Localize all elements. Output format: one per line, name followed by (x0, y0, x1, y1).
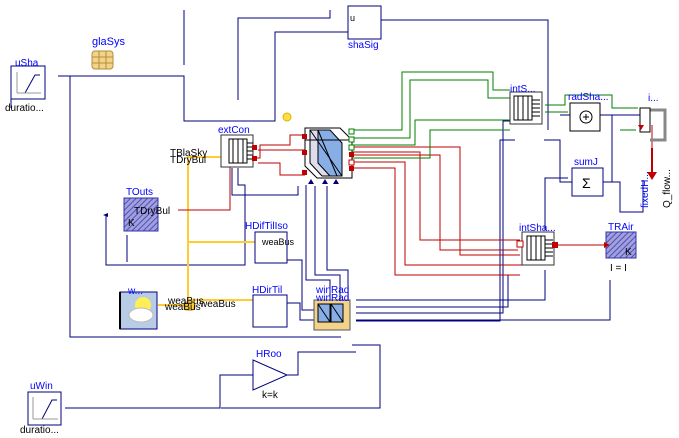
HRoo-param: k=k (262, 390, 279, 401)
uSha-label: uSha (15, 58, 39, 69)
Q-flow-label: Q_flow... (662, 169, 673, 208)
TRAir-sensor-block[interactable] (604, 231, 637, 259)
heat-output-port[interactable] (638, 107, 667, 142)
TOuts-K: K (128, 218, 135, 229)
winRad-block[interactable] (313, 299, 351, 331)
TDryBul-top-label: TDryBul (170, 155, 206, 166)
extCon-label: extCon (218, 125, 250, 136)
HDifTilIso-block[interactable] (254, 231, 288, 264)
sun-icon (282, 112, 292, 122)
sumJ-block[interactable] (571, 167, 604, 197)
intSha-label: intSha... (519, 223, 556, 234)
winRad-label-b: winRad (315, 293, 349, 304)
weaBus-label-a: weaBus (261, 237, 295, 247)
weaBus-label-c: weaBus (164, 302, 201, 313)
uWin-ramp-block[interactable] (27, 391, 62, 426)
weaBus-label-d: weaBus (199, 299, 236, 310)
navy-signal-wires (10, 10, 645, 409)
weather-bus-wires (158, 156, 255, 306)
HDifTilIso-label: HDifTilIso (245, 221, 288, 232)
uSha-param: duratio... (5, 103, 44, 114)
sumJ-symbol: Σ (582, 175, 591, 191)
control-signal-wires (352, 71, 638, 159)
TOuts-port-label: TDryBul (134, 206, 170, 217)
thermal-heat-wires (178, 125, 653, 276)
glaSys-label: glaSys (92, 36, 126, 48)
uSha-ramp-block[interactable] (10, 65, 46, 100)
sumJ-label: sumJ (574, 157, 598, 168)
intSha-block[interactable] (516, 231, 558, 266)
fixedH-label: fixedH... (640, 171, 651, 208)
HRoo-gain-block[interactable] (252, 359, 289, 391)
weaBus-label-b: weaBus (167, 296, 204, 307)
weather-data-block[interactable] (119, 291, 196, 330)
fixed-heat-flow-block[interactable] (647, 148, 657, 180)
winRad-label-a: winRad (315, 285, 349, 296)
HDirTil-block[interactable] (252, 294, 288, 328)
TRAir-K: K (625, 247, 632, 258)
weather-label: w... (127, 286, 143, 297)
radSha-block[interactable] (569, 102, 601, 132)
glaSys-block[interactable] (91, 50, 114, 70)
TRAir-label: TRAir (608, 222, 634, 233)
HDirTil-label: HDirTil (252, 285, 282, 296)
TBlaSky-label: TBlaSky (170, 148, 207, 159)
intS-block[interactable] (509, 91, 543, 125)
HRoo-label: HRoo (256, 349, 282, 360)
window-glazing-block[interactable] (302, 127, 355, 184)
extCon-block[interactable] (220, 134, 257, 168)
shaSig-label: shaSig (348, 40, 379, 51)
i-label: i... (648, 93, 659, 104)
intS-label: intS... (510, 84, 536, 95)
TOuts-block[interactable] (103, 197, 159, 232)
shaSig-port: u (350, 13, 355, 23)
uWin-label: uWin (30, 381, 53, 392)
uWin-param: duratio... (20, 425, 59, 436)
TOuts-label: TOuts (126, 187, 153, 198)
shaSig-block[interactable] (347, 5, 387, 40)
TRAir-equation: I = I (610, 263, 627, 274)
radSha-label: radSha... (568, 92, 609, 103)
